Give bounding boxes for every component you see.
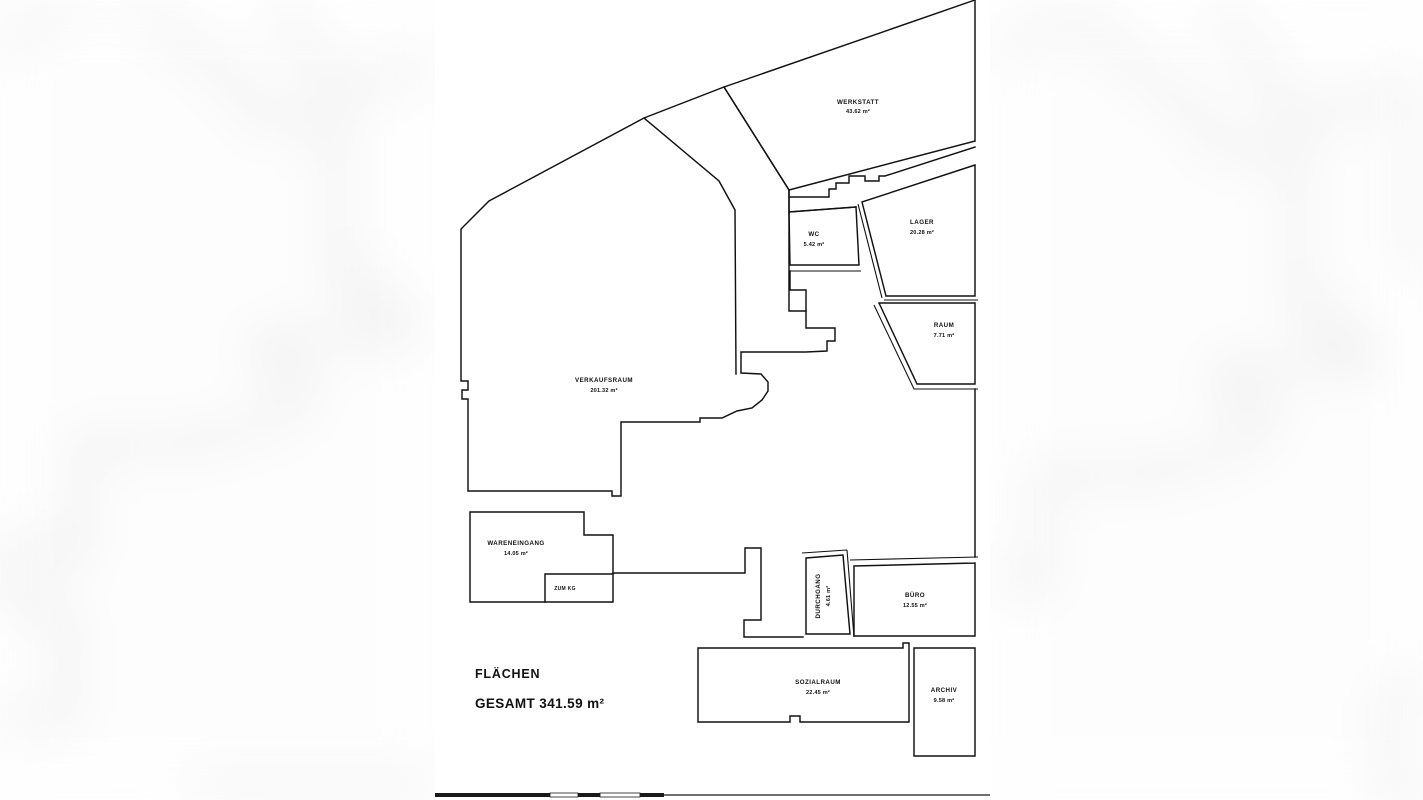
room-outline-wareneingang (469, 511, 614, 603)
room-lager[interactable]: LAGER 20.28 m² (857, 164, 976, 299)
room-label-werkstatt: WERKSTATT (837, 99, 879, 106)
room-area-archiv: 9.58 m² (934, 697, 955, 704)
room-label-wareneingang: WARENEINGANG (487, 540, 544, 547)
room-label-zum-kg: ZUM KG (554, 586, 576, 592)
backdrop-shape-buero-2 (1389, 689, 1423, 800)
divider-werkstatt-lager (789, 146, 976, 198)
room-outline-raum-inner (873, 299, 978, 390)
legend-block: FLÄCHEN GESAMT 341.59 m² (475, 666, 605, 711)
room-label-archiv: ARCHIV (931, 687, 958, 694)
room-verkaufsraum[interactable]: VERKAUFSRAUM 201.32 m² (460, 86, 836, 497)
legend-total: GESAMT 341.59 m² (475, 696, 605, 711)
room-area-lager: 20.28 m² (910, 229, 934, 236)
scale-bar-segment-4 (599, 792, 641, 798)
wall-wc-south (789, 270, 807, 312)
room-label-lager: LAGER (910, 219, 934, 226)
wall-werkstatt-lager (789, 146, 976, 198)
backdrop-shape-lager-2 (1412, 129, 1423, 261)
room-wc[interactable]: WC 5.42 m² (788, 206, 861, 312)
room-archiv[interactable]: ARCHIV 9.58 m² (913, 647, 976, 757)
room-outline-buero (853, 562, 976, 637)
room-outline-durchgang (805, 554, 851, 635)
backdrop-shape-sozialraum (199, 785, 440, 800)
room-label-buero: BÜRO (905, 592, 925, 599)
room-buero[interactable]: BÜRO 12.55 m² (849, 556, 979, 637)
room-outline-werkstatt (723, 0, 976, 191)
room-area-wareneingang: 14.05 m² (504, 550, 528, 557)
room-outline-zum-kg (544, 573, 614, 603)
corridor-connector (612, 547, 804, 638)
backdrop-shape-verkaufsraum-2 (990, 10, 1368, 587)
room-outline-buero-inner (849, 556, 979, 561)
scale-bar-segment-5 (640, 793, 664, 797)
room-area-durchgang: 4.61 m² (825, 586, 832, 607)
room-outline-verkaufsraum (460, 86, 836, 497)
wall-verkaufsraum-spine (642, 116, 737, 375)
room-area-sozialraum: 22.45 m² (806, 689, 830, 696)
room-label-wc: WC (808, 231, 819, 238)
room-area-werkstatt: 43.62 m² (846, 108, 870, 115)
room-outline-archiv (913, 647, 976, 757)
room-area-raum: 7.71 m² (934, 332, 955, 339)
scale-bar-segment-3 (578, 793, 600, 797)
room-area-wc: 5.42 m² (804, 241, 825, 248)
room-outline-sozialraum (697, 642, 910, 723)
room-label-durchgang: DURCHGANG (815, 574, 822, 619)
scale-bar (435, 792, 990, 798)
room-zum-kg[interactable]: ZUM KG (544, 573, 614, 603)
room-outline-werkstatt-lower (788, 189, 857, 213)
room-outline-durchgang-inner (801, 549, 855, 638)
backdrop-shape-werkstatt-2 (1217, 0, 1423, 124)
backdrop-shape-verkaufsraum (0, 0, 408, 557)
room-outline-lager (861, 164, 976, 297)
room-area-buero: 12.55 m² (903, 602, 927, 609)
room-sozialraum[interactable]: SOZIALRAUM 22.45 m² (697, 642, 910, 723)
backdrop-shape-wareneingang (0, 578, 70, 718)
room-raum[interactable]: RAUM 7.71 m² (873, 299, 978, 390)
room-label-verkaufsraum: VERKAUFSRAUM (575, 377, 633, 384)
scale-bar-segment-2 (549, 792, 579, 798)
room-outline-lager-inner (857, 203, 883, 299)
room-label-sozialraum: SOZIALRAUM (795, 679, 841, 686)
background-blur-left (0, 0, 440, 800)
room-outline-raum (878, 302, 976, 385)
room-durchgang[interactable]: DURCHGANG 4.61 m² (801, 549, 855, 638)
room-wareneingang[interactable]: WARENEINGANG 14.05 m² (469, 511, 614, 603)
room-label-raum: RAUM (934, 322, 954, 329)
room-outline-wc (788, 206, 860, 266)
background-blur-right (990, 0, 1423, 800)
floor-plan-canvas[interactable]: WERKSTATT 43.62 m² LAGER 20.28 m² WC 5.4 (435, 0, 990, 800)
legend-heading: FLÄCHEN (475, 666, 540, 681)
scale-bar-segment-1 (435, 793, 550, 797)
backdrop-shape-werkstatt (275, 0, 440, 94)
corridor-outline (612, 547, 804, 638)
room-area-verkaufsraum: 201.32 m² (590, 387, 617, 394)
